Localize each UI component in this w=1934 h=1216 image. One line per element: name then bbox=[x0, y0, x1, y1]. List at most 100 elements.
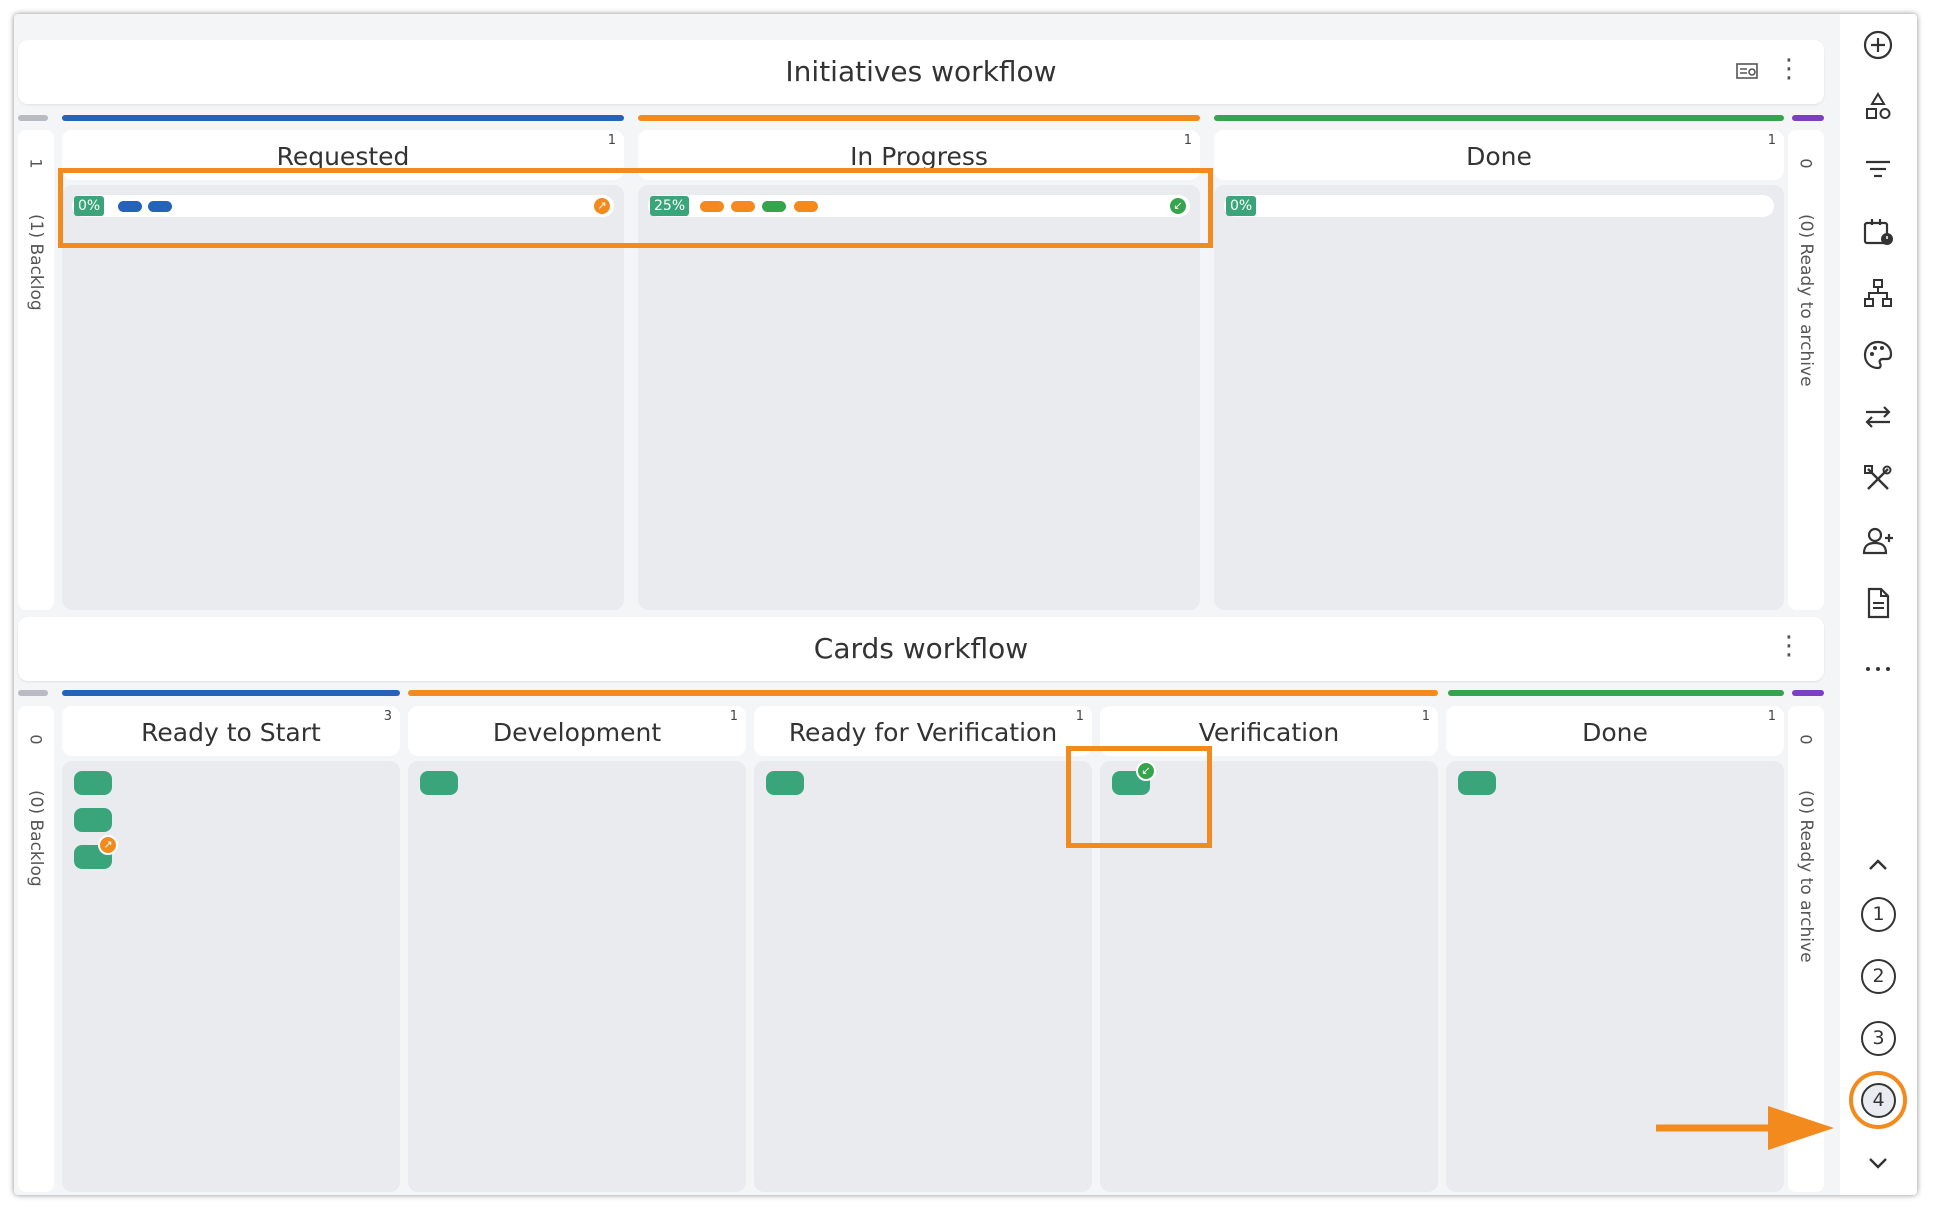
child-link-icon[interactable]: ↙ bbox=[1168, 196, 1188, 216]
initiatives-workflow-menu-button[interactable]: ⋮ bbox=[1776, 54, 1802, 84]
child-card-dot[interactable] bbox=[118, 201, 142, 212]
card[interactable] bbox=[74, 808, 112, 832]
in-progress-stripe bbox=[638, 115, 1200, 121]
column-body-ready-to-start: ↗ bbox=[62, 761, 400, 1192]
done-stripe bbox=[1448, 690, 1784, 696]
cards-workflow-title: Cards workflow bbox=[813, 632, 1029, 665]
column-name: In Progress bbox=[850, 142, 988, 171]
card[interactable] bbox=[766, 771, 804, 795]
initiatives-archive-lane[interactable]: 0 (0) Ready to archive bbox=[1788, 130, 1824, 610]
archive-stripe bbox=[1792, 690, 1824, 696]
child-card-dot[interactable] bbox=[700, 201, 724, 212]
cards-workflow-menu-button[interactable]: ⋮ bbox=[1776, 631, 1802, 661]
backlog-stripe bbox=[18, 690, 48, 696]
ready-to-start-stripe bbox=[62, 690, 400, 696]
hierarchy-icon[interactable] bbox=[1860, 275, 1896, 311]
backlog-count: 0 bbox=[26, 734, 46, 745]
column-body-verification: ↙ bbox=[1100, 761, 1438, 1192]
swap-icon[interactable] bbox=[1860, 399, 1896, 435]
archive-count: 0 bbox=[1796, 158, 1816, 169]
child-link-icon[interactable]: ↙ bbox=[1136, 761, 1156, 781]
column-count: 1 bbox=[607, 133, 616, 148]
column-name: Done bbox=[1582, 718, 1648, 747]
column-header-done[interactable]: Done 1 bbox=[1214, 130, 1784, 180]
column-header-development[interactable]: Development 1 bbox=[408, 706, 746, 756]
archive-stripe bbox=[1792, 115, 1824, 121]
column-name: Ready for Verification bbox=[788, 718, 1058, 747]
done-stripe bbox=[1214, 115, 1784, 121]
column-name: Development bbox=[492, 718, 662, 747]
level-1-button[interactable]: 1 bbox=[1861, 897, 1896, 932]
column-body-done: 0% bbox=[1214, 185, 1784, 610]
column-header-done[interactable]: Done 1 bbox=[1446, 706, 1784, 756]
parent-link-icon[interactable]: ↗ bbox=[592, 196, 612, 216]
column-count: 1 bbox=[1183, 133, 1192, 148]
column-count: 3 bbox=[383, 709, 392, 724]
initiatives-workflow-header: Initiatives workflow ⋮ bbox=[18, 40, 1824, 104]
backlog-label: (1) Backlog bbox=[26, 214, 46, 311]
add-icon[interactable] bbox=[1860, 27, 1896, 63]
chevron-up-icon[interactable] bbox=[1860, 847, 1896, 883]
child-card-dot[interactable] bbox=[148, 201, 172, 212]
initiative-card[interactable]: 0% ↗ bbox=[72, 195, 614, 217]
card[interactable] bbox=[420, 771, 458, 795]
column-count: 1 bbox=[1767, 709, 1776, 724]
column-body-development bbox=[408, 761, 746, 1192]
progress-badge: 0% bbox=[1226, 196, 1257, 216]
archive-label: (0) Ready to archive bbox=[1796, 214, 1816, 387]
archive-count: 0 bbox=[1796, 734, 1816, 745]
pointer-arrow bbox=[1656, 1106, 1834, 1150]
parent-link-icon[interactable]: ↗ bbox=[98, 835, 118, 855]
board: Initiatives workflow ⋮ 1 (1) Backlog Req… bbox=[18, 26, 1824, 1192]
palette-icon[interactable] bbox=[1860, 337, 1896, 373]
archive-label: (0) Ready to archive bbox=[1796, 790, 1816, 963]
initiative-card[interactable]: 25% ↙ bbox=[648, 195, 1190, 217]
level-3-button[interactable]: 3 bbox=[1861, 1021, 1896, 1056]
level-2-button[interactable]: 2 bbox=[1861, 959, 1896, 994]
column-name: Ready to Start bbox=[141, 718, 321, 747]
cards-archive-lane[interactable]: 0 (0) Ready to archive bbox=[1788, 706, 1824, 1192]
column-count: 1 bbox=[729, 709, 738, 724]
backlog-count: 1 bbox=[26, 158, 46, 169]
column-body-done bbox=[1446, 761, 1784, 1192]
cards-workflow-header: Cards workflow ⋮ bbox=[18, 617, 1824, 681]
column-count: 1 bbox=[1075, 709, 1084, 724]
column-name: Requested bbox=[276, 142, 410, 171]
column-header-ready-to-start[interactable]: Ready to Start 3 bbox=[62, 706, 400, 756]
child-card-dot[interactable] bbox=[731, 201, 755, 212]
column-header-verification[interactable]: Verification 1 bbox=[1100, 706, 1438, 756]
card[interactable] bbox=[74, 771, 112, 795]
level-4-highlight bbox=[1849, 1071, 1907, 1129]
filter-icon[interactable] bbox=[1860, 151, 1896, 187]
column-header-ready-for-verification[interactable]: Ready for Verification 1 bbox=[754, 706, 1092, 756]
backlog-stripe bbox=[18, 115, 48, 121]
initiatives-backlog-lane[interactable]: 1 (1) Backlog bbox=[18, 130, 54, 610]
column-name: Done bbox=[1466, 142, 1532, 171]
chevron-down-icon[interactable] bbox=[1860, 1145, 1896, 1181]
requested-stripe bbox=[62, 115, 624, 121]
highlight-initiative-cards bbox=[58, 168, 1213, 248]
column-name: Verification bbox=[1198, 718, 1340, 747]
document-icon[interactable] bbox=[1860, 585, 1896, 621]
column-body-in-progress: 25% ↙ bbox=[638, 185, 1200, 610]
highlight-linked-card bbox=[1066, 746, 1212, 848]
tools-icon[interactable] bbox=[1860, 461, 1896, 497]
column-body-ready-for-verification bbox=[754, 761, 1092, 1192]
child-card-dot[interactable] bbox=[794, 201, 818, 212]
child-card-dot[interactable] bbox=[762, 201, 786, 212]
workflow-settings-icon[interactable] bbox=[1736, 62, 1758, 80]
initiative-card[interactable]: 0% bbox=[1224, 195, 1774, 217]
shapes-icon[interactable] bbox=[1860, 89, 1896, 125]
column-count: 1 bbox=[1421, 709, 1430, 724]
initiatives-workflow-title: Initiatives workflow bbox=[785, 55, 1057, 88]
cards-backlog-lane[interactable]: 0 (0) Backlog bbox=[18, 706, 54, 1192]
progress-badge: 25% bbox=[650, 196, 690, 216]
calendar-clock-icon[interactable] bbox=[1860, 213, 1896, 249]
more-icon[interactable] bbox=[1860, 647, 1896, 683]
column-body-requested: 0% ↗ bbox=[62, 185, 624, 610]
card[interactable] bbox=[1458, 771, 1496, 795]
progress-badge: 0% bbox=[74, 196, 105, 216]
backlog-label: (0) Backlog bbox=[26, 790, 46, 887]
in-progress-group-stripe bbox=[408, 690, 1438, 696]
add-user-icon[interactable] bbox=[1860, 523, 1896, 559]
